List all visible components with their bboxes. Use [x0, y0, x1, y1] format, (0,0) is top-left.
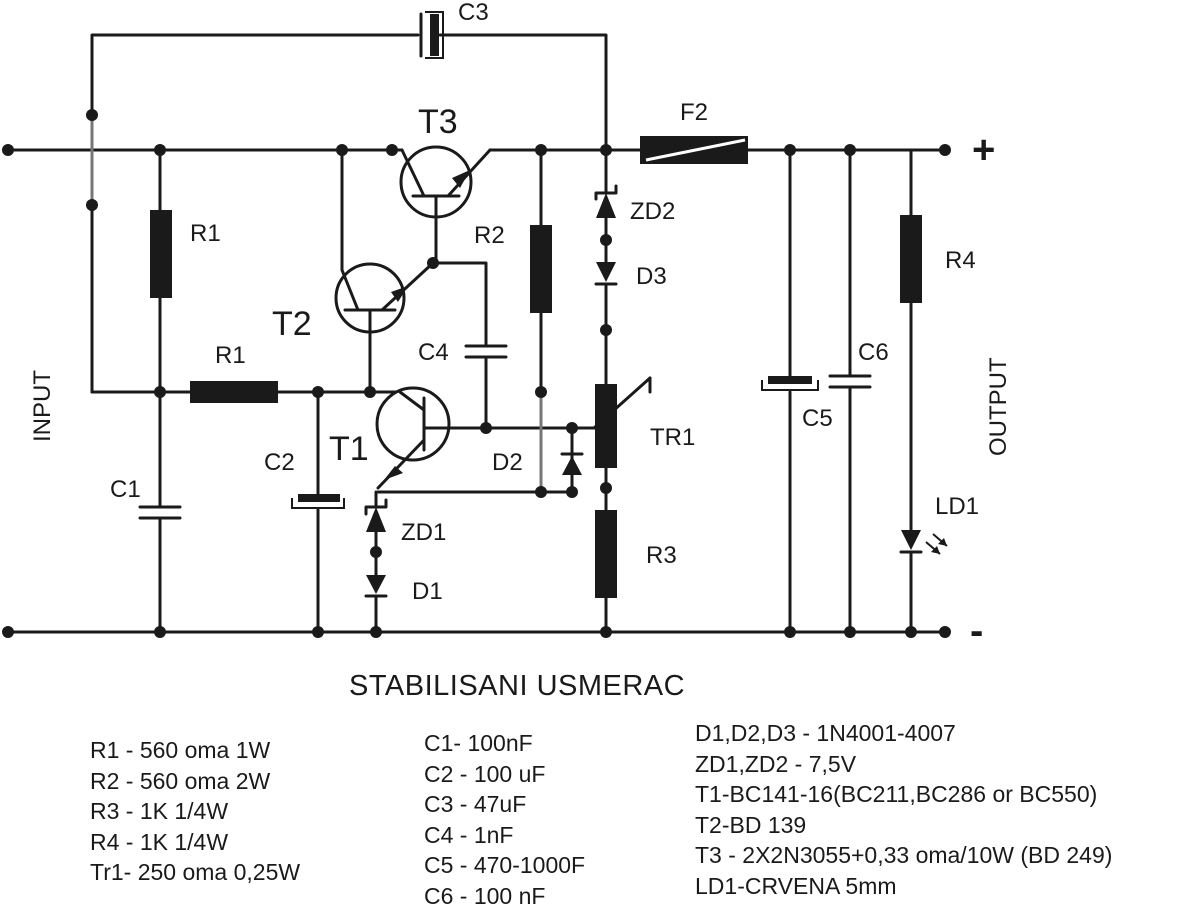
label-zd2: ZD2 [630, 198, 675, 225]
label-c4: C4 [418, 339, 449, 366]
resistor-r2 [530, 225, 552, 313]
capacitor-c3 [419, 11, 444, 59]
part-entry: C6 - 100 nF [424, 882, 546, 909]
label-r4: R4 [945, 247, 976, 274]
part-entry: R1 - 560 oma 1W [90, 737, 271, 763]
feedback-loop-wire [90, 33, 608, 394]
label-r2: R2 [474, 222, 505, 249]
trimmer-tr1 [592, 376, 652, 468]
label-ld1: LD1 [935, 493, 979, 520]
label-t2: T2 [272, 305, 312, 343]
part-entry: ZD1,ZD2 - 7,5V [695, 750, 857, 777]
zener-diode-zd1 [364, 490, 388, 577]
label-c1: C1 [110, 476, 141, 503]
capacitor-c1 [138, 505, 182, 520]
part-entry: R4 - 1K 1/4W [90, 828, 229, 855]
transistor-t3 [399, 145, 492, 264]
part-entry: C1- 100nF [424, 730, 533, 756]
label-c5: C5 [802, 405, 833, 432]
label-minus: - [970, 609, 983, 653]
part-entry: LD1-CRVENA 5mm [695, 872, 897, 899]
transistor-t1 [375, 386, 488, 490]
part-entry: C4 - 1nF [424, 821, 514, 848]
fuse-f2 [640, 136, 748, 164]
label-output: OUTPUT [985, 357, 1012, 456]
diode-d2 [560, 452, 584, 475]
resistor-r3 [595, 510, 617, 598]
label-c6: C6 [858, 339, 889, 366]
part-entry: C3 - 47uF [424, 791, 527, 817]
label-c3: C3 [458, 0, 489, 26]
label-input: INPUT [29, 370, 56, 442]
label-r1-vertical: R1 [190, 220, 221, 247]
diode-d1 [364, 575, 388, 634]
capacitor-c6 [828, 374, 872, 389]
label-d1: D1 [412, 578, 443, 605]
part-entry: T3 - 2X2N3055+0,33 oma/10W (BD 249) [695, 842, 1113, 868]
part-entry: T2-BD 139 [695, 811, 807, 838]
part-entry: R2 - 560 oma 2W [90, 767, 271, 794]
capacitor-c2 [291, 494, 345, 509]
transistor-t2 [334, 261, 435, 394]
part-entry: T1-BC141-16(BC211,BC286 or BC550) [695, 781, 1098, 807]
resistor-r1-vertical [150, 210, 172, 298]
label-plus: + [972, 128, 995, 172]
capacitor-c5 [761, 376, 819, 391]
diagram-title: STABILISANI USMERAC [349, 670, 686, 702]
label-r3: R3 [646, 542, 677, 569]
part-entry: C5 - 470-1000F [424, 852, 586, 878]
label-r1-horizontal: R1 [215, 342, 246, 369]
part-entry: R3 - 1K 1/4W [90, 798, 229, 824]
label-d2: D2 [492, 449, 523, 476]
junction-dots [2, 109, 951, 638]
label-c2: C2 [264, 449, 295, 476]
label-tr1: TR1 [650, 424, 695, 451]
label-t3: T3 [418, 103, 458, 141]
label-d3: D3 [636, 263, 667, 290]
parts-list-semiconductors: D1,D2,D3 - 1N4001-4007 ZD1,ZD2 - 7,5V T1… [695, 718, 1112, 901]
label-t1: T1 [329, 430, 369, 468]
label-f2: F2 [680, 99, 708, 126]
led-ld1 [899, 530, 948, 555]
parts-list-capacitors: C1- 100nF C2 - 100 uF C3 - 47uF C4 - 1nF… [424, 728, 585, 911]
capacitor-c4 [464, 344, 508, 359]
part-entry: C2 - 100 uF [424, 760, 546, 787]
label-zd1: ZD1 [401, 519, 446, 546]
diode-d3 [594, 262, 618, 386]
resistor-r1-horizontal [190, 381, 278, 403]
resistor-r4 [900, 215, 922, 303]
part-entry: D1,D2,D3 - 1N4001-4007 [695, 720, 956, 746]
parts-list-resistors: R1 - 560 oma 1W R2 - 560 oma 2W R3 - 1K … [90, 735, 300, 888]
part-entry: Tr1- 250 oma 0,25W [90, 859, 301, 885]
